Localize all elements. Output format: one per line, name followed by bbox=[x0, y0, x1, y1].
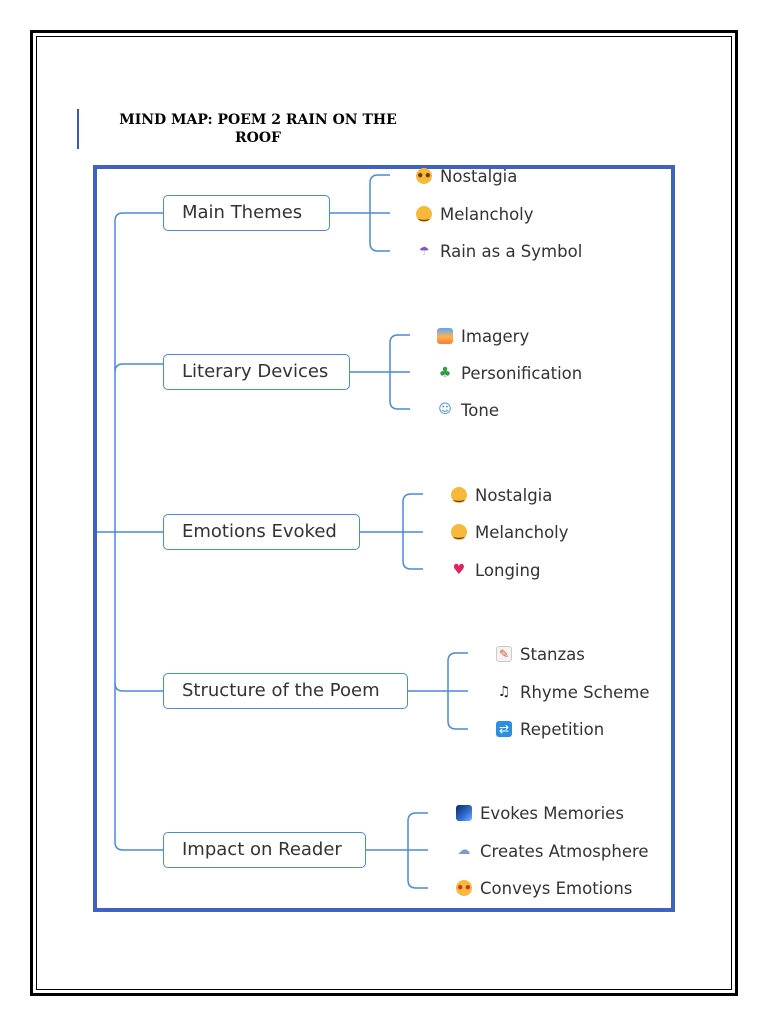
umbrella-rain-icon: ☂ bbox=[418, 244, 430, 258]
pensive-face-icon: ‿ bbox=[451, 524, 467, 540]
node-impact-on-reader[interactable]: Impact on Reader bbox=[163, 832, 366, 868]
leaf-rain-symbol[interactable]: ☂ Rain as a Symbol bbox=[416, 239, 583, 263]
leaf-tone[interactable]: ☺ Tone bbox=[437, 398, 499, 422]
leaf-label: Repetition bbox=[520, 719, 605, 739]
leaf-personification[interactable]: ♣ Personification bbox=[437, 361, 583, 385]
leaf-label: Conveys Emotions bbox=[480, 878, 633, 898]
page-border bbox=[30, 30, 738, 996]
pensive-face-icon: ‿ bbox=[416, 206, 432, 222]
node-structure[interactable]: Structure of the Poem bbox=[163, 673, 408, 709]
sunrise-picture-icon bbox=[437, 328, 453, 344]
leaf-nostalgia[interactable]: •• Nostalgia bbox=[416, 164, 517, 188]
cloud-rain-icon: ☁ bbox=[457, 843, 471, 858]
leaf-label: Personification bbox=[461, 363, 583, 383]
page-border-inner bbox=[36, 36, 732, 990]
repeat-arrows-icon: ⇄ bbox=[496, 721, 512, 737]
node-emotions-evoked-label: Emotions Evoked bbox=[182, 521, 337, 542]
leaf-rhyme-scheme[interactable]: ♫ Rhyme Scheme bbox=[496, 680, 650, 704]
leaf-melancholy[interactable]: ‿ Melancholy bbox=[416, 202, 534, 226]
mind-map-connectors bbox=[97, 174, 468, 889]
title-accent-bar bbox=[77, 109, 79, 149]
leaf-label: Melancholy bbox=[475, 522, 569, 542]
leaf-label: Stanzas bbox=[520, 644, 585, 664]
leaf-label: Imagery bbox=[461, 326, 530, 346]
broken-heart-icon: ♥ bbox=[452, 562, 466, 578]
leaf-melancholy-emotion[interactable]: ‿ Melancholy bbox=[451, 520, 569, 544]
leaf-nostalgia-emotion[interactable]: ‿ Nostalgia bbox=[451, 483, 552, 507]
node-structure-label: Structure of the Poem bbox=[182, 680, 380, 701]
leaf-longing[interactable]: ♥ Longing bbox=[451, 558, 541, 582]
leaf-label: Rhyme Scheme bbox=[520, 682, 650, 702]
theater-masks-icon: ☺ bbox=[438, 402, 452, 417]
leaf-label: Rain as a Symbol bbox=[440, 241, 583, 261]
leaf-label: Creates Atmosphere bbox=[480, 841, 649, 861]
leaf-label: Nostalgia bbox=[440, 166, 518, 186]
weary-face-icon: •• bbox=[456, 880, 472, 896]
node-main-themes[interactable]: Main Themes bbox=[163, 195, 330, 231]
leaf-creates-atmosphere[interactable]: ☁ Creates Atmosphere bbox=[456, 839, 649, 863]
leaf-label: Tone bbox=[461, 400, 499, 420]
relieved-face-icon: ‿ bbox=[451, 487, 467, 503]
leaf-stanzas[interactable]: ✎ Stanzas bbox=[496, 642, 585, 666]
leaf-evokes-memories[interactable]: Evokes Memories bbox=[456, 801, 624, 825]
leaf-label: Evokes Memories bbox=[480, 803, 624, 823]
leaf-label: Melancholy bbox=[440, 204, 534, 224]
memo-pencil-icon: ✎ bbox=[496, 646, 512, 662]
musical-notes-icon: ♫ bbox=[497, 684, 511, 700]
leaf-imagery[interactable]: Imagery bbox=[437, 324, 529, 348]
night-sky-icon bbox=[456, 805, 472, 821]
node-impact-on-reader-label: Impact on Reader bbox=[182, 839, 342, 860]
tree-icon: ♣ bbox=[438, 365, 452, 381]
leaf-repetition[interactable]: ⇄ Repetition bbox=[496, 717, 604, 741]
leaf-label: Nostalgia bbox=[475, 485, 553, 505]
leaf-label: Longing bbox=[475, 560, 541, 580]
node-literary-devices-label: Literary Devices bbox=[182, 361, 329, 382]
leaf-conveys-emotions[interactable]: •• Conveys Emotions bbox=[456, 876, 632, 900]
node-literary-devices[interactable]: Literary Devices bbox=[163, 354, 350, 390]
flushed-face-icon: •• bbox=[416, 168, 432, 184]
page-title: MIND MAP: POEM 2 RAIN ON THE ROOF bbox=[119, 112, 397, 146]
node-emotions-evoked[interactable]: Emotions Evoked bbox=[163, 514, 360, 550]
node-main-themes-label: Main Themes bbox=[182, 202, 303, 223]
